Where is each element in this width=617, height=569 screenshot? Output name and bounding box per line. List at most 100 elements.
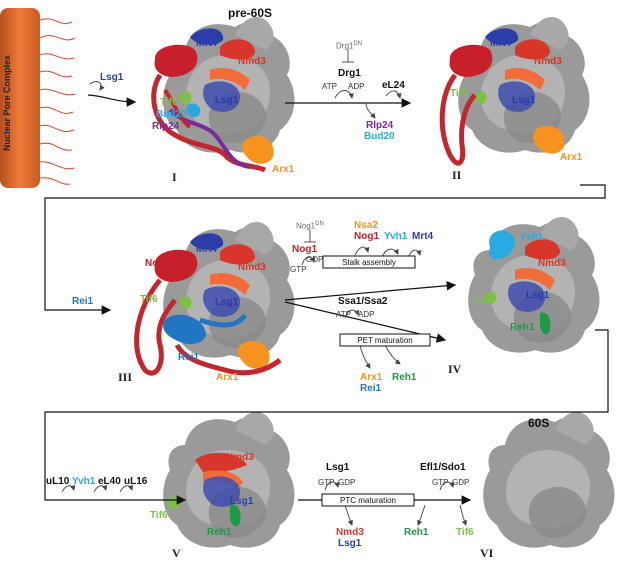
I-lsg1-label: Lsg1 <box>215 95 239 106</box>
IV-nmd3-label: Nmd3 <box>538 258 566 269</box>
stage-V-numeral: V <box>172 546 181 560</box>
step4-gdp: GDP <box>306 255 324 264</box>
yvh1-shape <box>489 230 515 260</box>
II-arx1-label: Arx1 <box>560 152 583 163</box>
pet-rei1-released: Rei1 <box>360 383 382 394</box>
I-arx1-label: Arx1 <box>272 164 295 175</box>
IV-lsg1-label: Lsg1 <box>526 290 550 301</box>
pet-arx1-released: Arx1 <box>360 372 383 383</box>
stage-I-numeral: I <box>172 170 177 184</box>
tif6-shape <box>179 91 192 105</box>
pet-reh1: Reh1 <box>392 372 417 383</box>
ptc-maturation-box <box>321 493 415 507</box>
reh1-shape <box>540 312 551 335</box>
III-arx1-label: Arx1 <box>216 372 239 383</box>
pet-maturation-box <box>339 333 431 347</box>
step4-gtp: GTP <box>290 265 307 274</box>
pet-enzyme: Ssa1/Ssa2 <box>338 296 388 307</box>
step4-yvh1-incoming: Yvh1 <box>384 231 408 242</box>
IV-reh1-label: Reh1 <box>510 322 535 333</box>
step7-reh1-released: Reh1 <box>404 527 429 538</box>
step2-bud20-released: Bud20 <box>364 131 395 142</box>
II-mrt4-label: Mrt4 <box>490 38 512 49</box>
IV-yvh1-label: Yvh1 <box>520 232 544 243</box>
I-mrt4-label: Mrt4 <box>196 38 218 49</box>
step4-nsa2-released: Nsa2 <box>354 220 378 231</box>
stage-I-particle <box>151 16 295 173</box>
step2-rlp24-released: Rlp24 <box>366 120 394 131</box>
step2-atp: ATP <box>322 82 337 91</box>
I-nog1-label: Nog1 <box>158 52 183 63</box>
npc-label: Nuclear Pore Complex <box>2 54 12 152</box>
stage-IV-numeral: IV <box>448 362 462 376</box>
I-nmd3-label: Nmd3 <box>238 56 266 67</box>
mrt4-shape <box>190 28 224 45</box>
step5-yvh1: Yvh1 <box>72 476 96 487</box>
lsg1-shape <box>203 81 240 112</box>
I-rlp24-label: Rlp24 <box>152 121 180 132</box>
step6-lsg1-released: Lsg1 <box>338 538 362 549</box>
bud20-shape <box>186 103 201 118</box>
pet-maturation-label: PET maturation <box>357 336 413 345</box>
II-tif6-label: Tif6 <box>450 88 468 99</box>
step2-adp: ADP <box>348 82 365 91</box>
V-nmd3-label: Nmd3 <box>226 452 254 463</box>
orange-shape <box>210 68 250 90</box>
stage-III-particle <box>134 221 295 376</box>
V-lsg1-label: Lsg1 <box>230 496 254 507</box>
step4-inhibitor: Nog1DN <box>296 221 324 231</box>
III-nmd3-label: Nmd3 <box>238 262 266 273</box>
step4-mrt4-incoming: Mrt4 <box>412 231 434 242</box>
step7-tif6-released: Tif6 <box>456 527 474 538</box>
nmd3-shape <box>220 39 255 60</box>
III-nog1-label: Nog1 <box>145 258 170 269</box>
step2-enzyme: Drg1 <box>338 68 361 79</box>
stalk-assembly-box <box>322 255 416 269</box>
III-tif6-label: Tif6 <box>140 294 158 305</box>
stage-II-particle <box>439 16 590 166</box>
stage-VI-particle <box>483 411 615 548</box>
step5-el40: eL40 <box>98 476 121 487</box>
step2-inhibitor: Drg1DN <box>336 41 363 51</box>
I-tif6-label: Tif6 <box>160 97 178 108</box>
step6-gdp: GDP <box>338 478 356 487</box>
stalk-assembly-label: Stalk assembly <box>342 258 396 267</box>
pet-atp: ATP <box>336 310 351 319</box>
IV-tif6-label: Tif6 <box>474 296 492 307</box>
step5-ul16: uL16 <box>124 476 148 487</box>
nog1-shape <box>154 44 198 77</box>
III-lsg1-label: Lsg1 <box>215 297 239 308</box>
arx1-shape <box>242 136 274 164</box>
step7-enzyme: Efl1/Sdo1 <box>420 462 466 473</box>
nuclear-pore-complex <box>0 8 76 188</box>
step4-nog1-released: Nog1 <box>354 231 379 242</box>
step6-enzyme: Lsg1 <box>326 462 350 473</box>
stage-IV-particle <box>468 216 600 353</box>
ptc-maturation-label: PTC maturation <box>339 496 397 505</box>
V-tif6-label: Tif6 <box>150 510 168 521</box>
step6-nmd3-released: Nmd3 <box>336 527 364 538</box>
II-lsg1-label: Lsg1 <box>512 95 536 106</box>
I-bud20-label: Bud20 <box>156 109 187 120</box>
process-boxes <box>321 255 431 507</box>
stage-III-numeral: III <box>118 370 133 384</box>
60s-title: 60S <box>528 416 550 430</box>
stage-V-particle <box>163 411 295 548</box>
III-mrt4-label: Mrt4 <box>196 244 218 255</box>
step7-gtp: GTP <box>432 478 449 487</box>
II-nmd3-label: Nmd3 <box>534 56 562 67</box>
step3-rei1-incoming: Rei1 <box>72 296 94 307</box>
step5-ul10: uL10 <box>46 476 70 487</box>
step6-gtp: GTP <box>318 478 335 487</box>
III-rei1-label: Rei1 <box>178 352 200 363</box>
step7-gdp: GDP <box>452 478 470 487</box>
step1-lsg1-incoming: Lsg1 <box>100 72 124 83</box>
pre60s-title: pre-60S <box>228 6 273 20</box>
V-reh1-label: Reh1 <box>207 527 232 538</box>
pet-adp: ADP <box>358 310 375 319</box>
step2-el24: eL24 <box>382 80 405 91</box>
rei1-shape <box>163 314 206 345</box>
II-nog1-label: Nog1 <box>452 52 477 63</box>
